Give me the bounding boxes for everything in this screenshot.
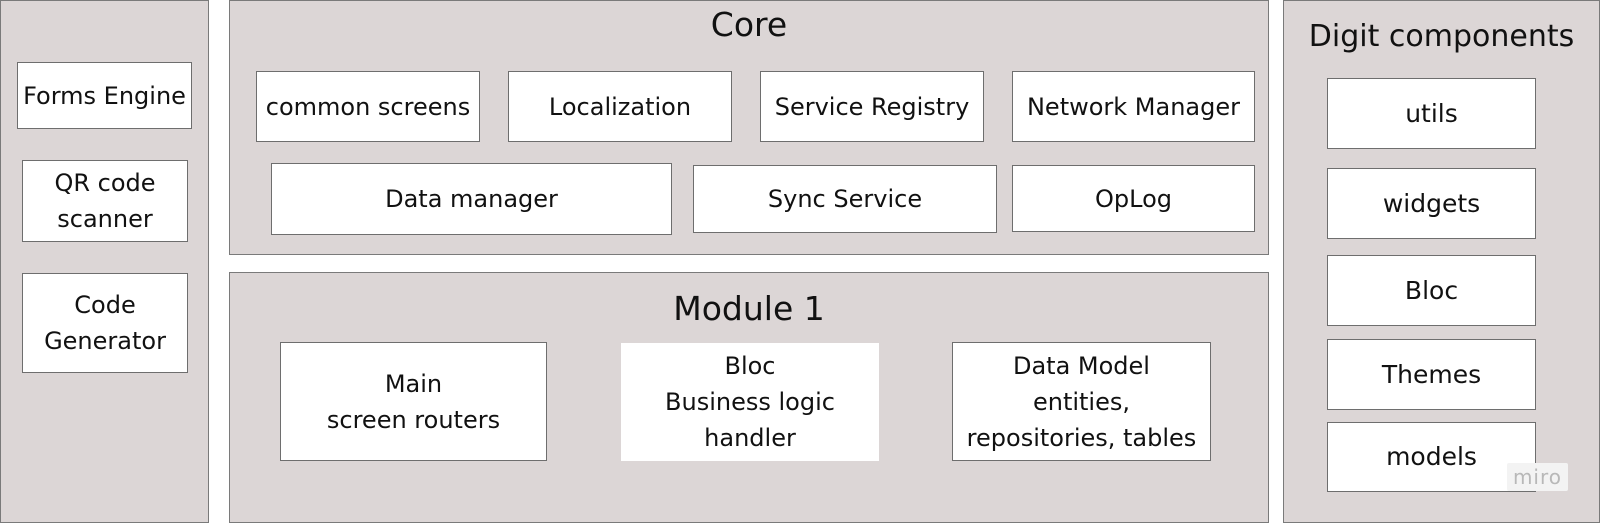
qr-code-scanner-box: QR code scanner bbox=[22, 160, 188, 242]
localization-box: Localization bbox=[508, 71, 732, 142]
code-generator-box: Code Generator bbox=[22, 273, 188, 373]
network-manager-box: Network Manager bbox=[1012, 71, 1255, 142]
sync-service-box: Sync Service bbox=[693, 165, 997, 233]
module-1-title: Module 1 bbox=[673, 289, 825, 328]
bloc-box: Bloc bbox=[1327, 255, 1536, 326]
oplog-box: OpLog bbox=[1012, 165, 1255, 232]
forms-engine-box: Forms Engine bbox=[17, 62, 192, 129]
main-screen-routers-box: Main screen routers bbox=[280, 342, 547, 461]
widgets-box: widgets bbox=[1327, 168, 1536, 239]
digit-components-title: Digit components bbox=[1308, 19, 1575, 54]
data-manager-box: Data manager bbox=[271, 163, 672, 235]
themes-box: Themes bbox=[1327, 339, 1536, 410]
core-panel: Core common screens Localization Service… bbox=[229, 0, 1269, 255]
common-screens-box: common screens bbox=[256, 71, 480, 142]
module-1-panel: Module 1 Main screen routers Bloc Busine… bbox=[229, 272, 1269, 523]
models-box: models bbox=[1327, 422, 1536, 492]
utils-box: utils bbox=[1327, 78, 1536, 149]
left-tools-panel: Forms Engine QR code scanner Code Genera… bbox=[0, 0, 209, 523]
service-registry-box: Service Registry bbox=[760, 71, 984, 142]
miro-watermark: miro bbox=[1506, 463, 1568, 491]
bloc-business-logic-box: Bloc Business logic handler bbox=[621, 343, 879, 461]
data-model-box: Data Model entities, repositories, table… bbox=[952, 342, 1211, 461]
digit-components-panel: Digit components utils widgets Bloc Them… bbox=[1283, 0, 1600, 523]
core-title: Core bbox=[710, 5, 788, 44]
